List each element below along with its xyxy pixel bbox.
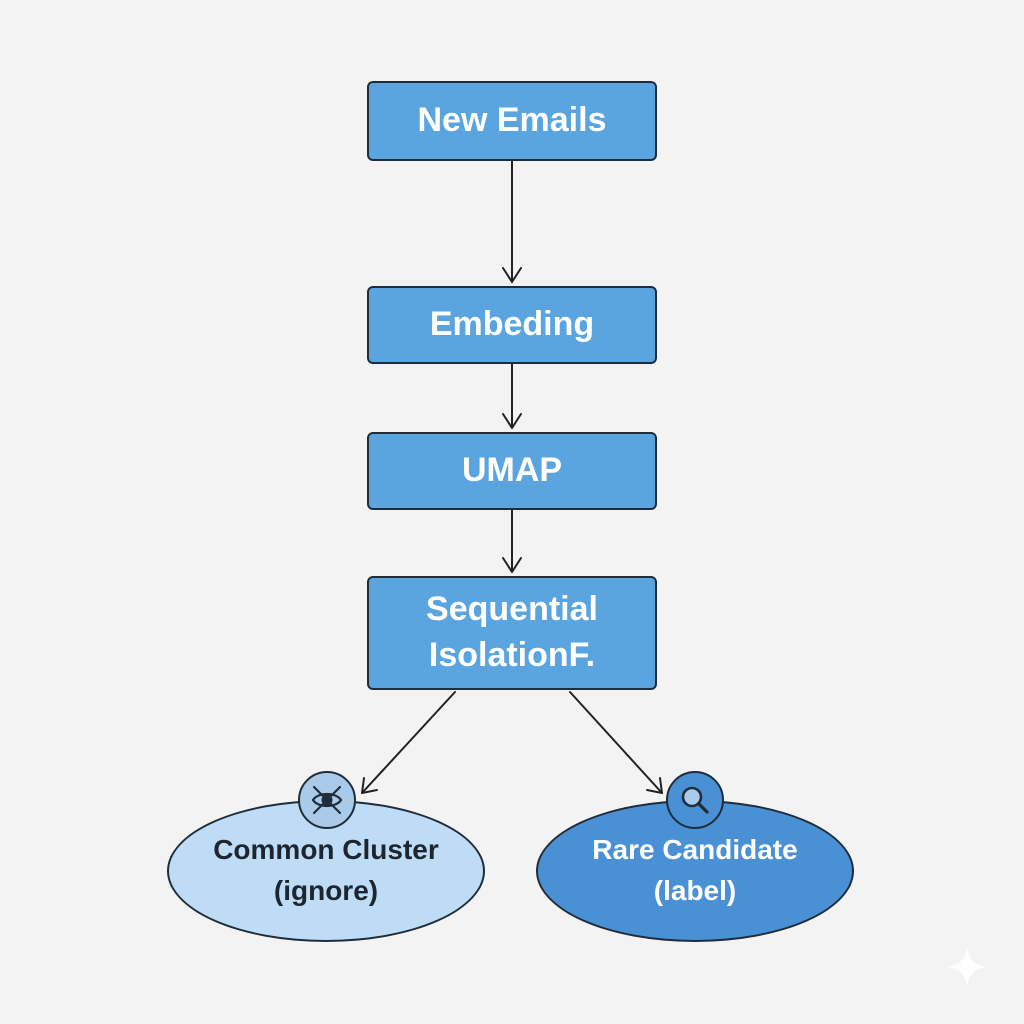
node-sequential-isolation-forest[interactable]: Sequential IsolationF.	[367, 576, 657, 690]
outcome-common-label-line1: Common Cluster	[213, 834, 439, 866]
node-new-emails[interactable]: New Emails	[367, 81, 657, 161]
node-umap[interactable]: UMAP	[367, 432, 657, 510]
sparkle-icon	[947, 947, 987, 987]
outcome-common-label-line2: (ignore)	[273, 875, 379, 906]
arrow-embedding-to-umap	[502, 363, 522, 429]
node-new-emails-label: New Emails	[417, 101, 607, 140]
node-sequential-label-line1: Sequential	[426, 590, 598, 629]
arrow-sequential-to-rare	[569, 691, 663, 794]
search-icon	[666, 771, 724, 829]
arrow-umap-to-sequential	[502, 509, 522, 573]
node-sequential-label-line2: IsolationF.	[428, 636, 596, 674]
arrow-new-emails-to-embedding	[502, 160, 522, 283]
outcome-rare-label-line1: Rare Candidate	[592, 834, 798, 866]
arrow-sequential-to-common	[361, 691, 456, 794]
node-umap-label: UMAP	[461, 451, 563, 490]
outcome-rare-label-line2: (label)	[653, 875, 737, 906]
node-embedding[interactable]: Embeding	[367, 286, 657, 364]
node-embedding-label: Embeding	[429, 305, 595, 344]
no-eye-icon	[298, 771, 356, 829]
